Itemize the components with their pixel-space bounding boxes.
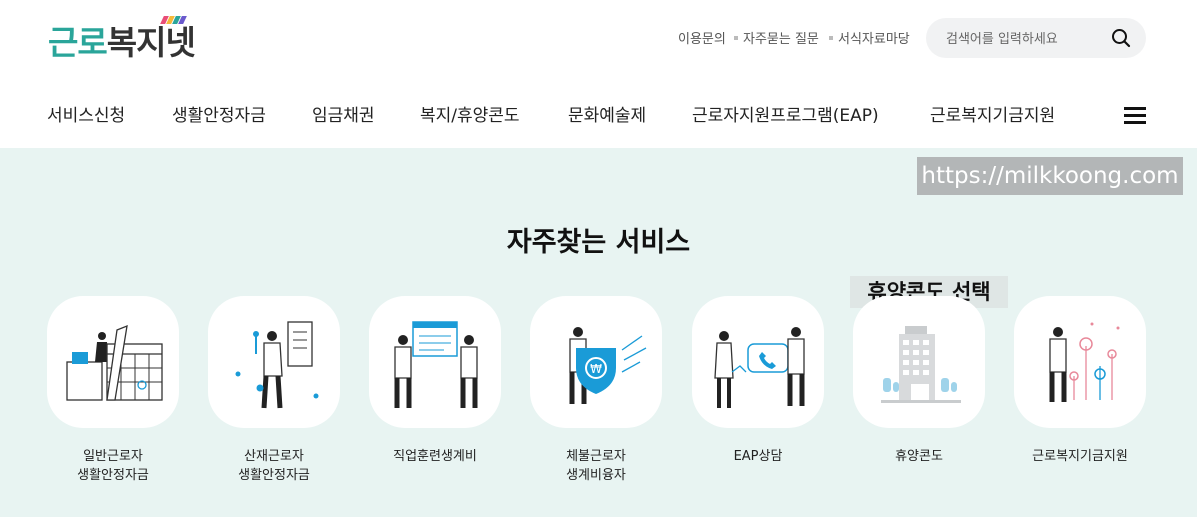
service-card-welfare-fund[interactable]: [1014, 296, 1146, 428]
service-caption: 직업훈련생계비: [393, 449, 477, 464]
nav-item-service-apply[interactable]: 서비스신청: [47, 106, 126, 126]
injured-worker-icon: [235, 321, 319, 409]
service-caption: 근로복지기금지원: [1032, 449, 1128, 464]
service-card-general-living-fund[interactable]: [47, 296, 179, 428]
nav-item-wage-claim[interactable]: 임금채권: [312, 106, 375, 126]
service-card-eap-counseling[interactable]: [692, 296, 824, 428]
service-card-resort-condo[interactable]: [853, 296, 985, 428]
section-title: 자주찾는 서비스: [506, 227, 691, 258]
svg-text:₩: ₩: [590, 362, 602, 376]
service-caption: 휴양콘도: [895, 449, 943, 464]
service-card-training-living-cost[interactable]: [369, 296, 501, 428]
menu-icon[interactable]: [1124, 107, 1146, 125]
logo-color-marks: [160, 16, 192, 24]
shield-won-icon: ₩: [569, 327, 647, 404]
header: 근로복지넷 이용문의 자주묻는 질문 서식자료마당 서비스신청 생활안정자금 임…: [0, 0, 1197, 148]
nav-item-living-fund[interactable]: 생활안정자금: [172, 106, 266, 126]
util-separator: [734, 36, 738, 40]
training-board-icon: [394, 321, 478, 408]
watermark: https://milkkoong.com: [917, 157, 1183, 195]
search-box: [926, 18, 1146, 58]
logo-text-primary: 근로: [48, 23, 108, 62]
nav-item-eap[interactable]: 근로자지원프로그램(EAP): [692, 106, 879, 126]
fund-growth-icon: [1049, 322, 1120, 402]
util-link-forms[interactable]: 서식자료마당: [838, 32, 910, 47]
nav-item-culture-festival[interactable]: 문화예술제: [568, 106, 647, 126]
service-card-industrial-living-fund[interactable]: [208, 296, 340, 428]
search-icon[interactable]: [1110, 27, 1132, 49]
service-card-unpaid-wage-loan[interactable]: ₩: [530, 296, 662, 428]
util-separator: [829, 36, 833, 40]
logo-text-secondary: 복지넷: [106, 23, 196, 62]
worker-calendar-icon: [66, 324, 163, 401]
nav-item-welfare-fund[interactable]: 근로복지기금지원: [930, 106, 1056, 126]
phone-consult-icon: [714, 327, 805, 408]
hotel-building-icon: [881, 326, 961, 403]
search-input[interactable]: [944, 27, 1108, 51]
util-link-inquiry[interactable]: 이용문의: [678, 32, 726, 47]
nav-item-welfare-condo[interactable]: 복지/휴양콘도: [420, 106, 520, 126]
site-logo[interactable]: 근로복지넷: [48, 16, 196, 64]
service-caption: EAP상담: [733, 449, 783, 464]
util-link-faq[interactable]: 자주묻는 질문: [743, 32, 819, 47]
